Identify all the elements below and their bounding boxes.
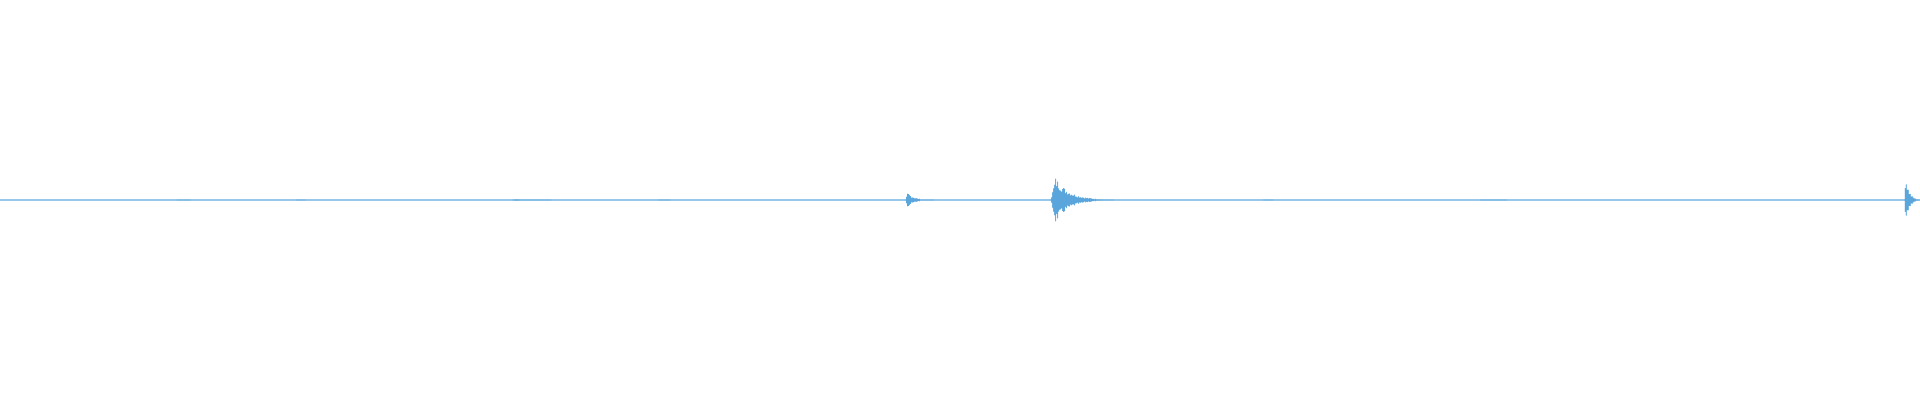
waveform-peaks	[176, 178, 1920, 222]
waveform-peak	[1903, 184, 1920, 216]
waveform-peak	[1479, 199, 1507, 201]
waveform-peak	[176, 199, 191, 201]
waveform-peak	[512, 199, 552, 201]
waveform-peak	[1050, 178, 1115, 222]
waveform-peak	[905, 193, 934, 207]
waveform-peak	[658, 199, 671, 201]
waveform-peak	[295, 199, 306, 201]
waveform-peak	[1263, 199, 1274, 201]
